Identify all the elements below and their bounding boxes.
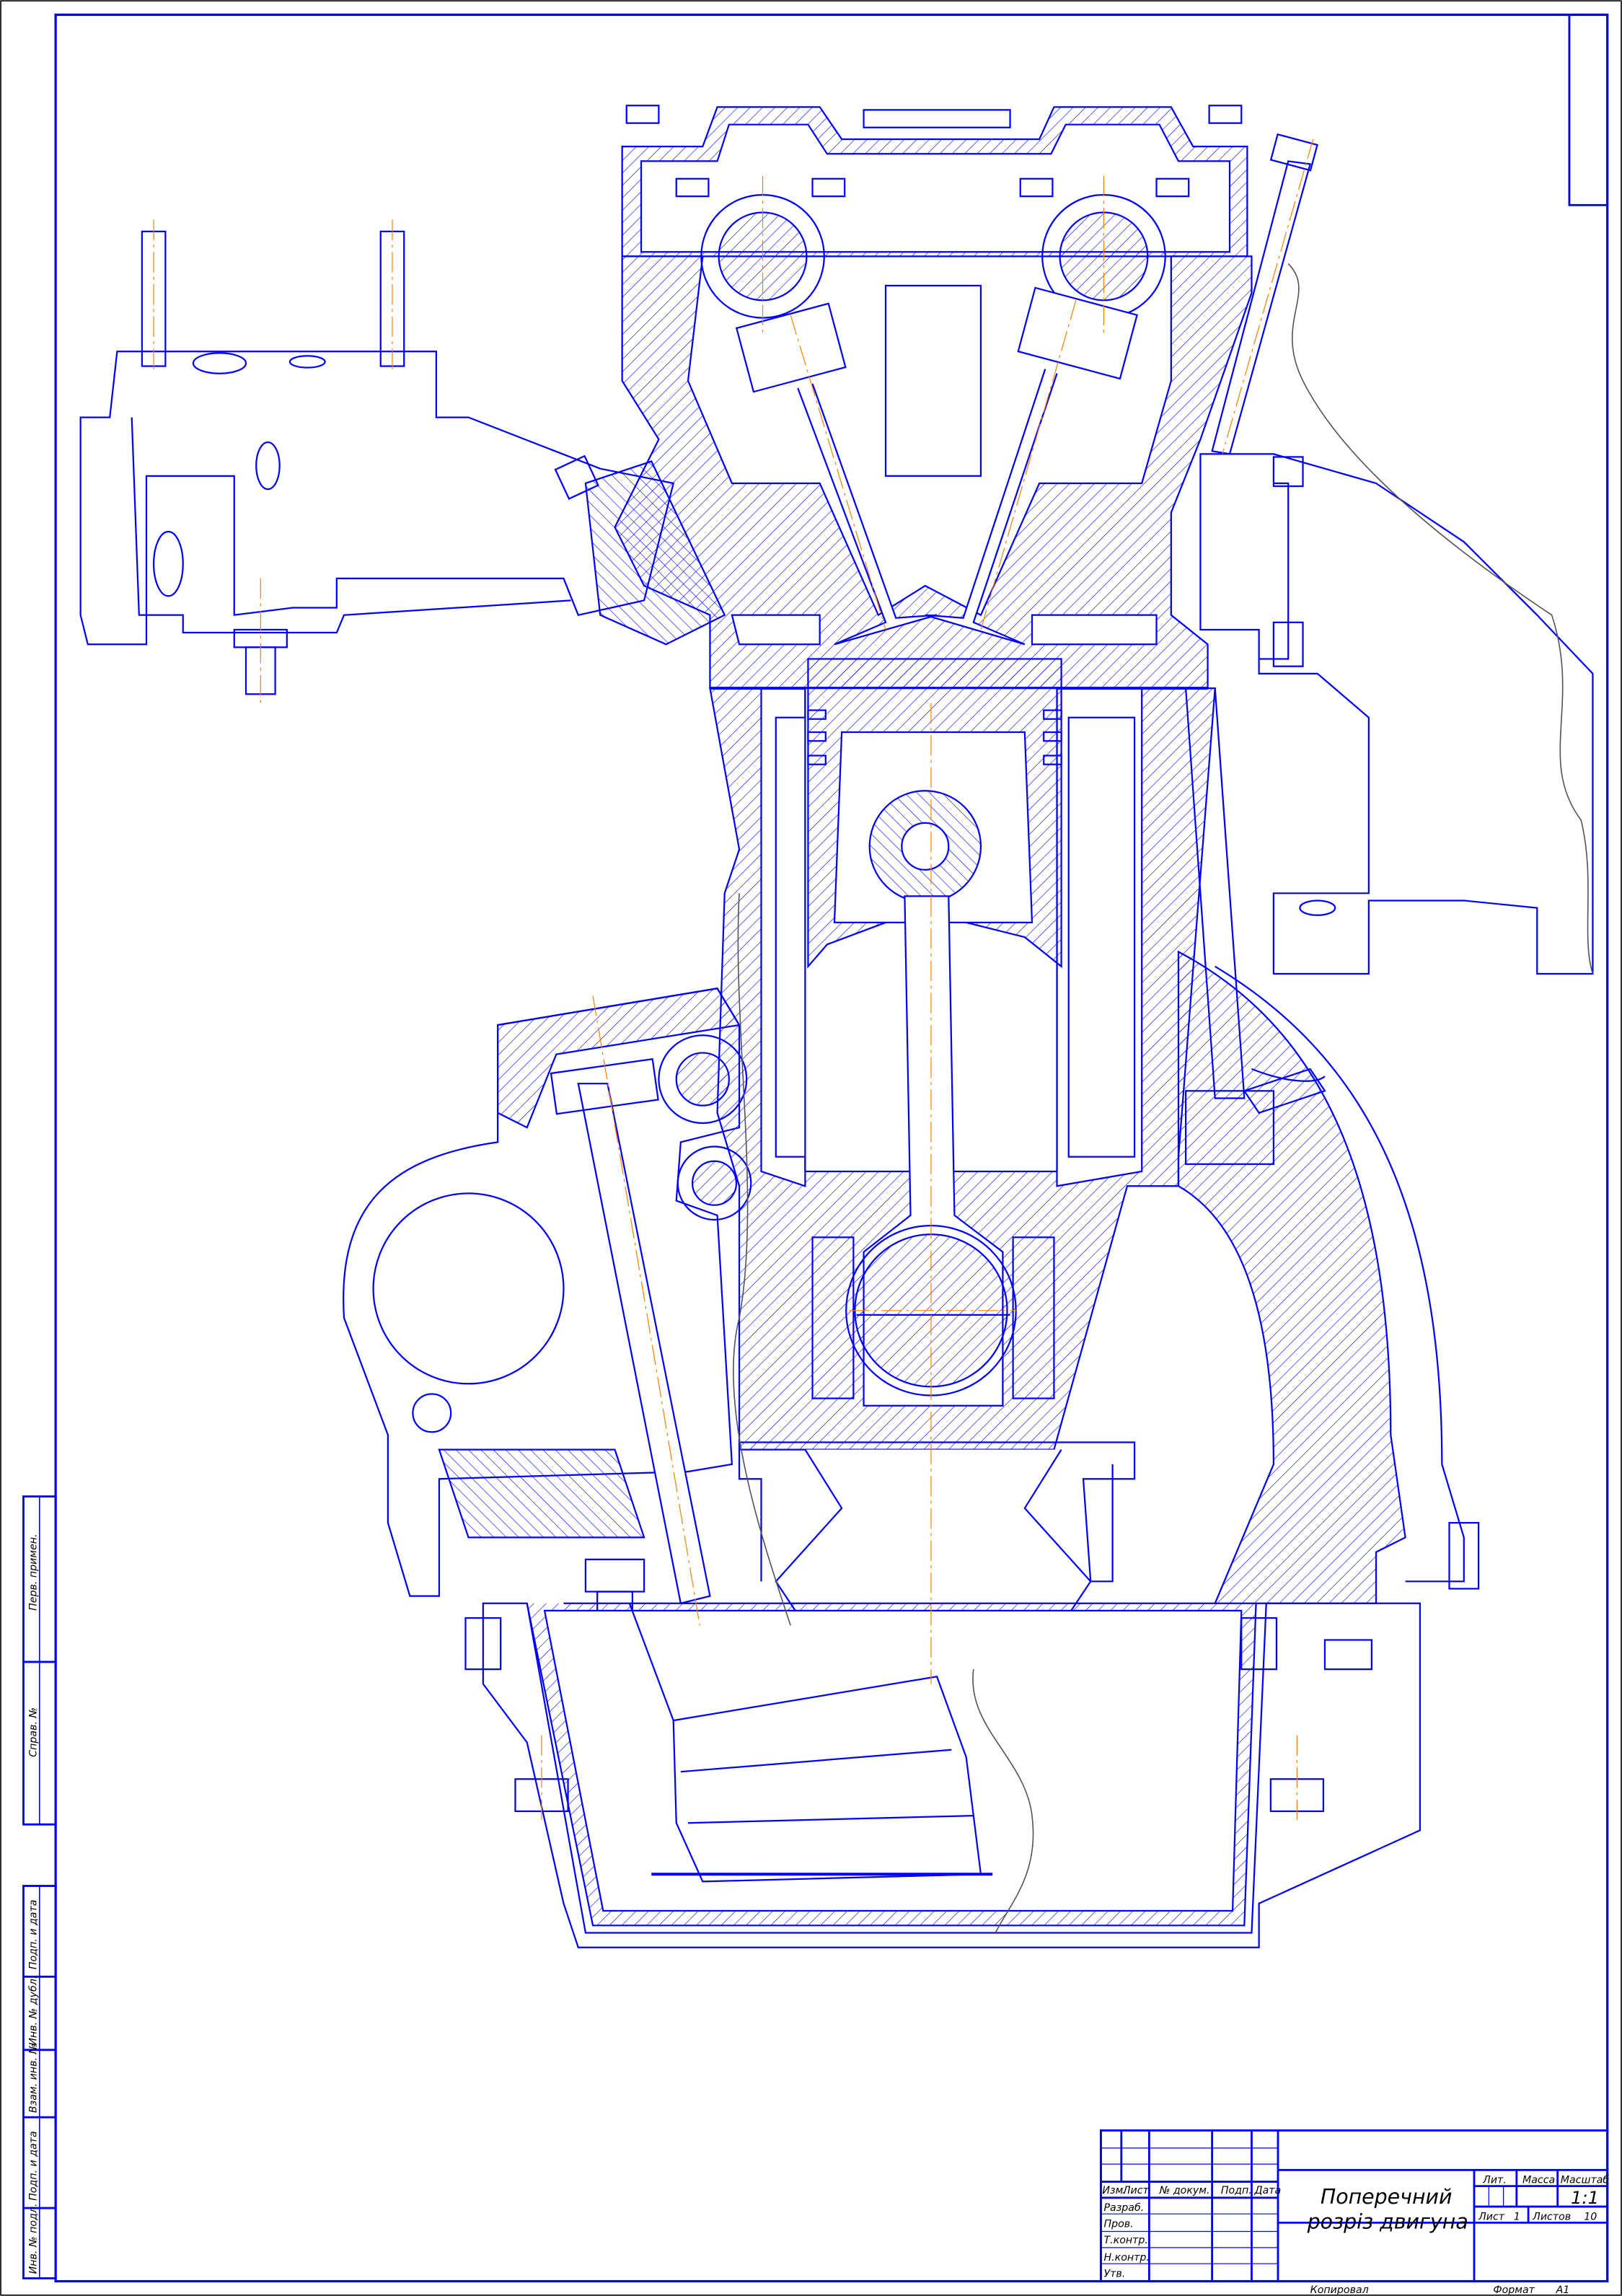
col-podp: Подп. bbox=[1221, 2185, 1252, 2196]
format-label: Формат bbox=[1493, 2284, 1535, 2296]
manifold-studs bbox=[141, 230, 599, 695]
piston-pin bbox=[901, 822, 950, 871]
scale-value: 1:1 bbox=[1571, 2187, 1599, 2208]
center-lines bbox=[153, 138, 1314, 1824]
coolant-hose bbox=[1243, 1068, 1326, 1114]
title-block bbox=[1099, 2129, 1609, 2282]
crankcase bbox=[1177, 950, 1406, 1604]
exhaust-valve bbox=[925, 369, 1058, 646]
drawing-title-line1: Поперечний bbox=[1321, 2185, 1453, 2209]
sheet-value: 1 bbox=[1514, 2211, 1520, 2222]
scale-label: Масштаб bbox=[1561, 2175, 1610, 2186]
format-value: A1 bbox=[1556, 2284, 1570, 2296]
col-list: Лист bbox=[1122, 2185, 1150, 2196]
accessory-housing bbox=[343, 988, 741, 1597]
stamp-inv-dubl: Инв. № дубл. bbox=[28, 1976, 40, 2046]
engine-cross-section bbox=[79, 105, 1594, 1948]
exhaust-lifter bbox=[1017, 286, 1138, 380]
piston-rings bbox=[807, 709, 1062, 765]
intake-flange bbox=[584, 460, 726, 646]
sheets-value: 10 bbox=[1584, 2211, 1597, 2222]
row-nkontr: Н.контр. bbox=[1103, 2252, 1149, 2264]
col-izm: Изм. bbox=[1102, 2185, 1126, 2196]
copied-label: Копировал bbox=[1310, 2284, 1369, 2296]
sheets-label: Листов bbox=[1532, 2211, 1571, 2222]
row-utv: Утв. bbox=[1103, 2268, 1125, 2279]
accessory-bore bbox=[372, 1192, 565, 1385]
intake-manifold bbox=[79, 351, 675, 646]
row-prov: Пров. bbox=[1103, 2218, 1133, 2230]
row-razrab: Разраб. bbox=[1103, 2202, 1144, 2214]
cover-studs bbox=[625, 105, 1243, 198]
sheet-label: Лист bbox=[1478, 2211, 1505, 2222]
stamp-perv-primen: Перв. примен. bbox=[28, 1534, 40, 1611]
col-data: Дата bbox=[1254, 2185, 1282, 2196]
intake-lifter bbox=[735, 302, 847, 393]
top-right-stamp-box bbox=[1568, 14, 1609, 206]
lit-label: Лит. bbox=[1482, 2175, 1507, 2186]
break-lines bbox=[733, 263, 1594, 1933]
stamp-podp-data-1: Подп. и дата bbox=[28, 1900, 40, 1970]
mass-label: Масса bbox=[1522, 2175, 1555, 2186]
oil-pan bbox=[482, 1602, 1422, 1948]
drawing-frame bbox=[54, 13, 1609, 2283]
exhaust-manifold bbox=[1199, 453, 1594, 975]
stamp-sprav-no: Справ. № bbox=[28, 1707, 40, 1757]
drawing-title-line2: розріз двигуна bbox=[1307, 2209, 1468, 2233]
stamp-vzam-inv: Взам. инв. № bbox=[28, 2044, 40, 2113]
stamp-inv-podl: Инв. № подл. bbox=[28, 2204, 40, 2274]
side-stamps bbox=[22, 1495, 57, 2279]
row-tkontr: Т.контр. bbox=[1103, 2235, 1147, 2246]
stamp-podp-data-2: Подп. и дата bbox=[28, 2131, 40, 2201]
inclined-shaft bbox=[577, 1083, 711, 1605]
pan-bolts bbox=[464, 1522, 1480, 1813]
col-doc-no: № докум. bbox=[1159, 2185, 1210, 2196]
dipstick-tube bbox=[1211, 160, 1312, 455]
